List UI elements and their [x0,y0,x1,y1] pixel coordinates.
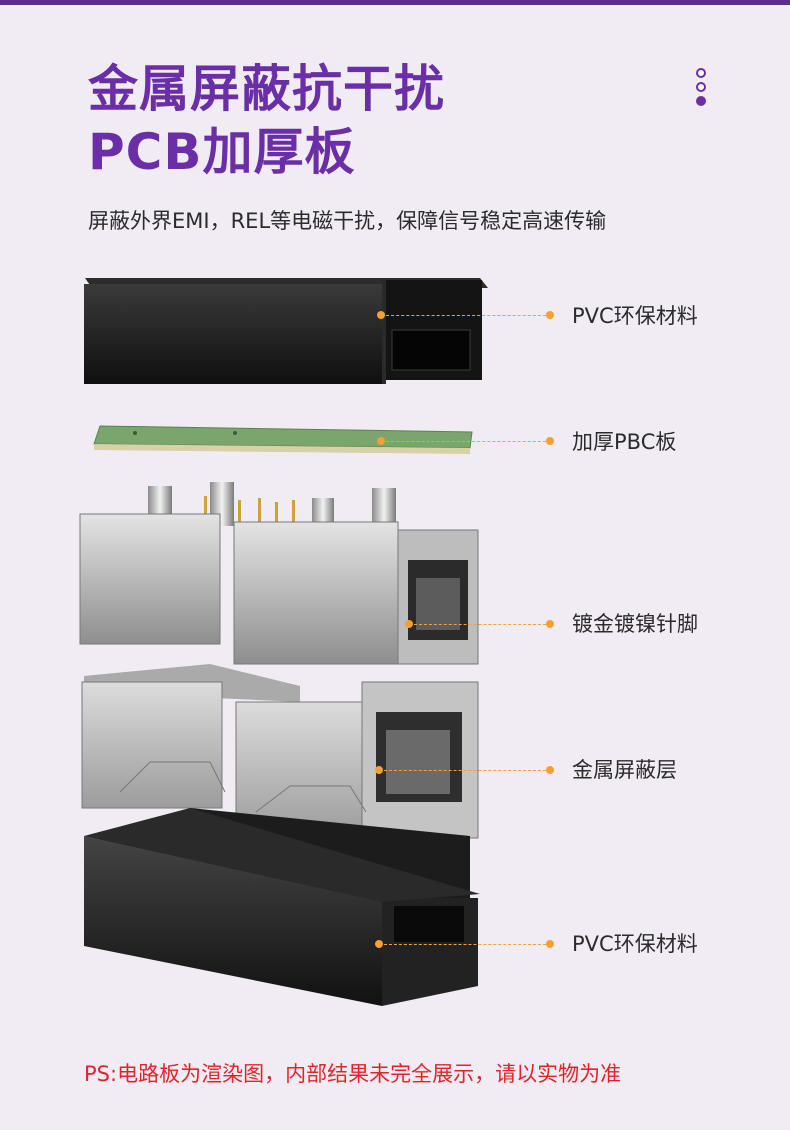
callout-leader-line [386,441,546,442]
callout-dot-start [375,766,383,774]
top-accent-bar [0,0,790,5]
callout-leader-line [386,315,546,316]
menu-dots-icon[interactable] [693,68,709,110]
metal-shield-image [81,664,479,839]
dot-icon [696,96,706,106]
callout-dot-end [546,311,554,319]
label-bottom-pvc-cover: PVC环保材料 [572,932,698,956]
footnote-disclaimer: PS:电路板为渲染图，内部结果未完全展示，请以实物为准 [84,1062,622,1086]
top-pvc-cover-image [84,278,488,384]
callout-leader-line [384,770,546,771]
dot-icon [696,68,706,78]
callout-dot-start [375,940,383,948]
callout-dot-start [377,437,385,445]
label-pcb-board: 加厚PBC板 [572,430,677,454]
page-title-line2: PCB加厚板 [88,123,356,181]
page-title-line1: 金属屏蔽抗干扰 [88,60,445,118]
callout-leader-line [384,944,546,945]
label-gold-plated-pins: 镀金镀镍针脚 [572,612,698,636]
label-top-pvc-cover: PVC环保材料 [572,304,698,328]
dot-icon [696,82,706,92]
callout-dot-end [546,620,554,628]
bottom-pvc-cover-image [84,808,480,1006]
callout-dot-start [377,311,385,319]
pin-module-image [79,482,479,665]
callout-dot-end [546,437,554,445]
label-metal-shield: 金属屏蔽层 [572,758,677,782]
callout-leader-line [414,624,546,625]
callout-dot-start [405,620,413,628]
page-subtitle: 屏蔽外界EMI，REL等电磁干扰，保障信号稳定高速传输 [88,209,607,233]
callout-dot-end [546,940,554,948]
callout-dot-end [546,766,554,774]
